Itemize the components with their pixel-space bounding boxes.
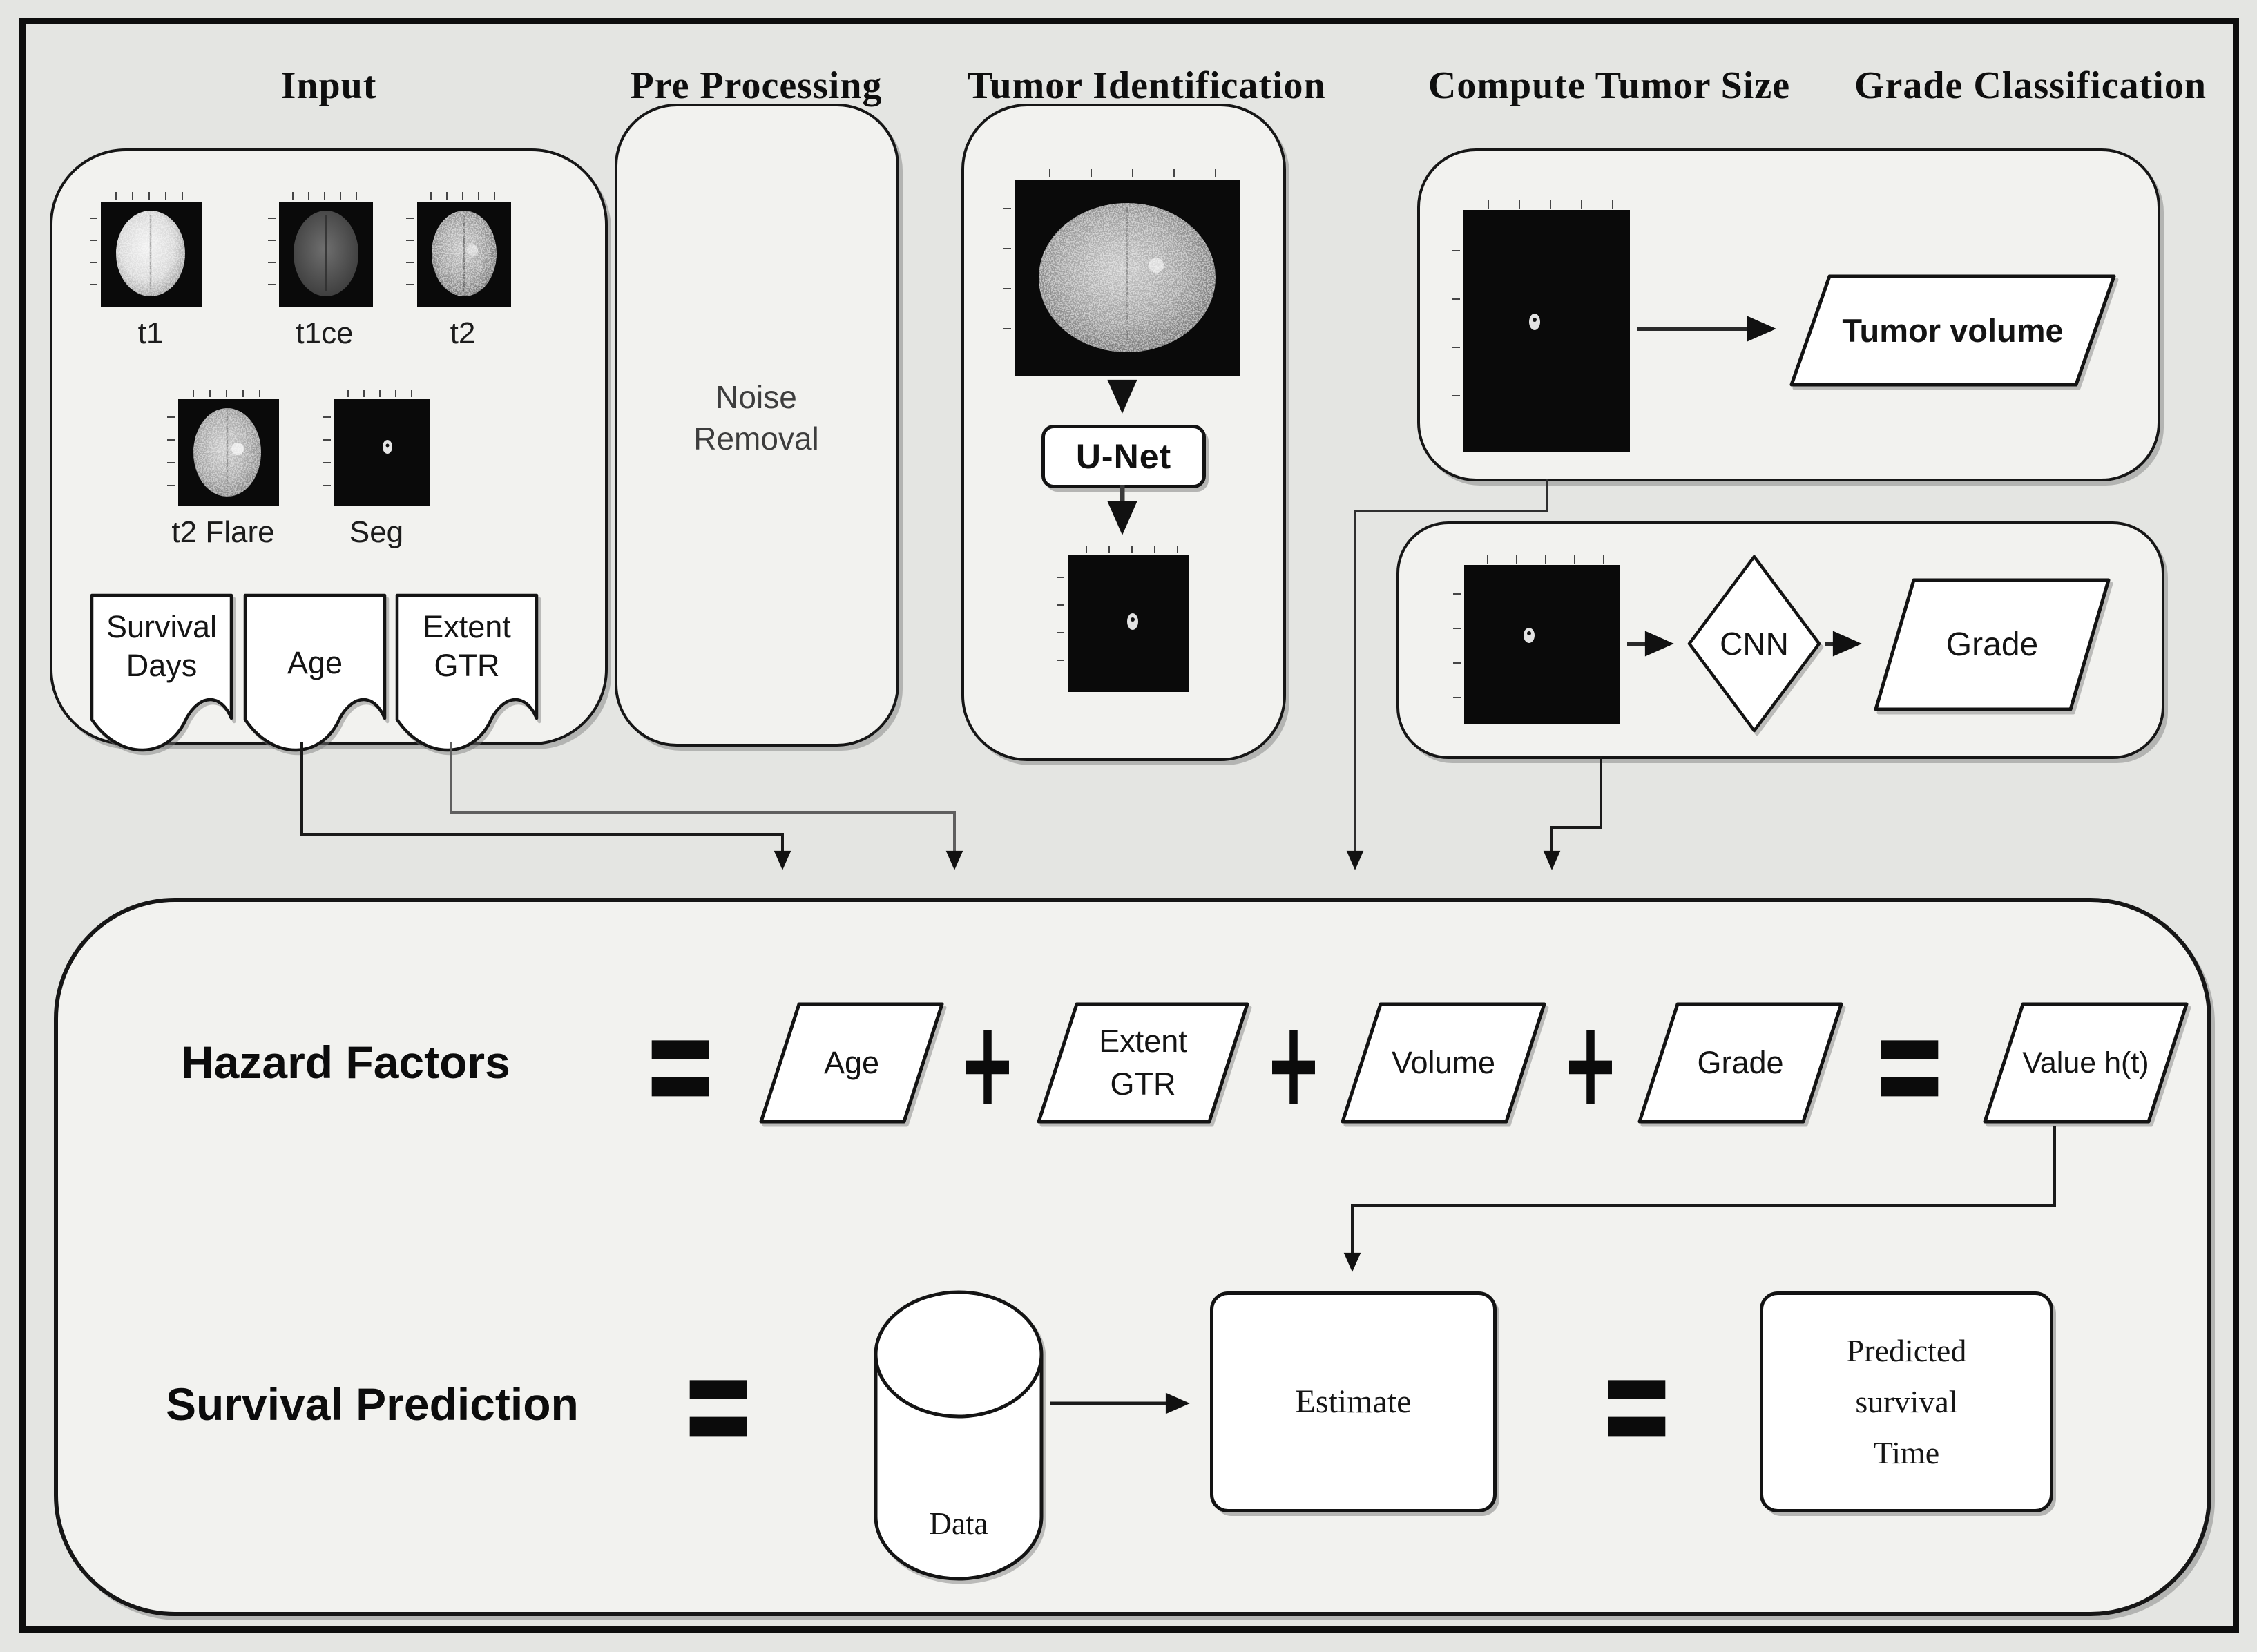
- mri-t2-image: [405, 191, 512, 308]
- column-header-tumor-identification: Tumor Identification: [967, 64, 1326, 107]
- column-header-compute-tumor-size: Compute Tumor Size: [1428, 64, 1791, 107]
- grade-output-label: Grade: [1946, 626, 2039, 663]
- hazard-value-parallelogram: Value h(t): [1982, 1001, 2189, 1124]
- hazard-volume-parallelogram: Volume: [1340, 1001, 1547, 1124]
- segmentation-size-image: [1450, 199, 1633, 454]
- data-cylinder: Data: [872, 1289, 1046, 1582]
- hazard-extent-line1: Extent: [1099, 1024, 1187, 1059]
- mri-t1ce-image: [267, 191, 374, 308]
- hazard-volume-label: Volume: [1391, 1045, 1496, 1080]
- document-label-line: Extent: [423, 609, 511, 644]
- hazard-extent-gtr-parallelogram: Extent GTR: [1036, 1001, 1250, 1124]
- mri-t1-image: [88, 191, 203, 308]
- hazard-factors-title: Hazard Factors: [181, 1037, 510, 1088]
- equals-sign: =: [1598, 1307, 1675, 1499]
- figure-border: [19, 18, 2239, 1633]
- hazard-age-parallelogram: Age: [758, 1001, 945, 1124]
- segmentation-result-image: [1055, 544, 1191, 695]
- predicted-line1: Predicted: [1846, 1333, 1967, 1368]
- scan-label-t1: t1: [137, 316, 164, 350]
- scan-label-seg: Seg: [349, 515, 404, 549]
- estimate-box: Estimate: [1210, 1291, 1497, 1512]
- noise-removal-line1: Noise: [715, 379, 797, 415]
- column-header-input: Input: [280, 64, 377, 107]
- document-label-line: GTR: [434, 648, 500, 683]
- document-age: Age: [242, 593, 388, 767]
- panel-preprocessing: [615, 104, 899, 747]
- unet-label: U-Net: [1075, 437, 1172, 476]
- hazard-age-label: Age: [823, 1045, 880, 1080]
- noise-removal-line2: Removal: [693, 421, 819, 457]
- mri-t2flare-image: [166, 388, 279, 507]
- noise-removal-step: Noise Removal: [625, 376, 887, 459]
- hazard-value-label: Value h(t): [2022, 1046, 2149, 1079]
- predicted-line3: Time: [1873, 1435, 1940, 1470]
- equals-sign: =: [642, 968, 719, 1160]
- document-label-line: Days: [126, 648, 198, 683]
- document-extent-gtr: Extent GTR: [394, 593, 540, 767]
- tumor-volume-label: Tumor volume: [1842, 311, 2064, 349]
- segmentation-input-image: [322, 388, 431, 507]
- survival-prediction-title: Survival Prediction: [166, 1379, 579, 1430]
- hazard-grade-parallelogram: Grade: [1637, 1001, 1844, 1124]
- predicted-survival-time-box: Predicted survival Time: [1760, 1291, 2053, 1512]
- unet-box: U-Net: [1041, 425, 1206, 488]
- hazard-grade-label: Grade: [1697, 1045, 1784, 1080]
- hazard-extent-line2: GTR: [1110, 1066, 1176, 1102]
- scan-label-t2: t2: [450, 316, 476, 350]
- tumor-volume-parallelogram: Tumor volume: [1789, 273, 2117, 387]
- grade-parallelogram: Grade: [1873, 577, 2111, 712]
- estimate-label: Estimate: [1295, 1383, 1412, 1420]
- equals-sign: =: [680, 1307, 757, 1499]
- equals-sign: =: [1871, 968, 1948, 1160]
- data-cylinder-label: Data: [929, 1506, 988, 1541]
- predicted-line2: survival: [1855, 1384, 1958, 1419]
- segmentation-grade-image: [1452, 554, 1623, 727]
- column-header-preprocessing: Pre Processing: [630, 64, 883, 107]
- document-label-line: Age: [287, 645, 343, 680]
- column-header-grade-classification: Grade Classification: [1854, 64, 2207, 107]
- cnn-diamond: CNN: [1685, 553, 1823, 735]
- scan-label-t2flare: t2 Flare: [171, 515, 275, 549]
- plus-sign: +: [1265, 995, 1323, 1133]
- document-survival-days: Survival Days: [88, 593, 235, 767]
- document-label-line: Survival: [106, 609, 218, 644]
- plus-sign: +: [959, 995, 1017, 1133]
- scan-label-t1ce: t1ce: [296, 316, 354, 350]
- brain-axial-image: [1001, 167, 1243, 378]
- cnn-label: CNN: [1720, 626, 1789, 662]
- plus-sign: +: [1562, 995, 1620, 1133]
